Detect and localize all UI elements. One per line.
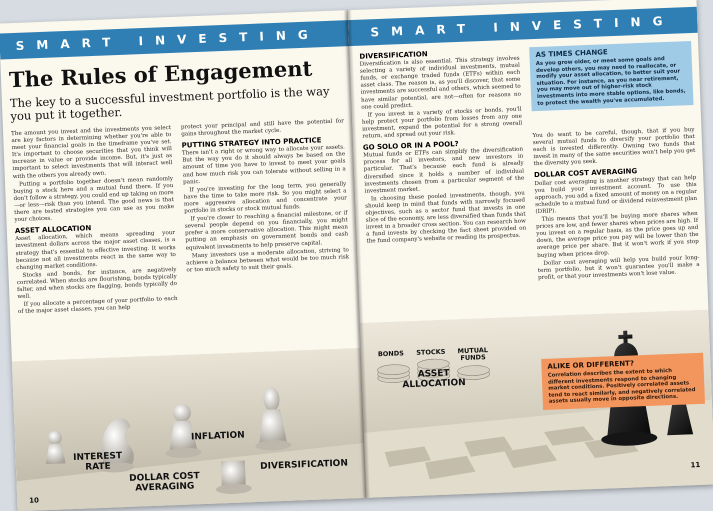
board-surface	[16, 442, 367, 511]
sidebar-alike-or-different: ALIKE OR DIFFERENT? Correlation describe…	[541, 352, 706, 410]
right-page: SMART INVESTING DIVERSIFICATION Diversif…	[347, 0, 713, 498]
paragraph: There isn't a right or wrong way to allo…	[181, 144, 346, 186]
board-squares	[384, 426, 639, 480]
paragraph: Dollar cost averaging is another strateg…	[534, 174, 698, 216]
paragraph: Mutual funds or ETFs can simplify the di…	[363, 146, 525, 195]
stacked-coins	[377, 358, 491, 384]
paragraph: Asset allocation, which means spreading …	[15, 230, 177, 271]
paragraph: In choosing these pooled investments, th…	[365, 190, 527, 245]
chess-piece-rook	[215, 460, 252, 494]
chess-scene-left	[11, 347, 367, 511]
paragraph: The amount you invest and the investment…	[11, 125, 173, 180]
chess-piece-bishop	[255, 387, 292, 451]
left-column-1: The amount you invest and the investment…	[11, 125, 178, 317]
section-band: SMART INVESTING	[348, 6, 698, 47]
chess-piece-pawn-small	[45, 430, 66, 465]
page-number: 10	[29, 496, 40, 505]
left-column-2: protect your principal and still have th…	[181, 118, 350, 275]
sidebar-text: Correlation describes the extent to whic…	[547, 367, 696, 406]
left-page: SMART INVESTING The Rules of Engagement …	[0, 10, 367, 511]
section-band: SMART INVESTING	[0, 20, 350, 60]
label-mutual-funds: MUTUAL FUNDS	[457, 346, 489, 363]
label-dollar-cost-averaging: DOLLAR COST AVERAGING	[129, 471, 200, 494]
page-lede: The key to a successful investment portf…	[9, 83, 330, 124]
chess-piece-pawn	[165, 403, 202, 458]
sidebar-as-times-change: AS TIMES CHANGE As you grow older, or me…	[529, 41, 694, 112]
paragraph: Putting a portfolio together doesn't mea…	[13, 175, 175, 224]
label-interest-rate: INTEREST RATE	[72, 451, 123, 473]
right-column-1: DIVERSIFICATION Diversification is also …	[359, 48, 526, 247]
label-asset-allocation: ASSET ALLOCATION	[402, 368, 466, 391]
paragraph: If you're closer to reaching a financial…	[184, 210, 349, 252]
sidebar-text: As you grow older, or meet some goals an…	[535, 56, 686, 107]
chess-piece-knight	[98, 418, 135, 473]
right-column-2: You do want to be careful, though, that …	[532, 127, 700, 283]
paragraph: This means that you'll be buying more sh…	[535, 210, 699, 259]
paragraph: Diversification is also essential. This …	[359, 55, 522, 111]
paragraph: You do want to be careful, though, that …	[532, 126, 696, 168]
paragraph: If you invest in a variety of stocks or …	[361, 106, 523, 140]
page-number: 11	[690, 460, 701, 470]
